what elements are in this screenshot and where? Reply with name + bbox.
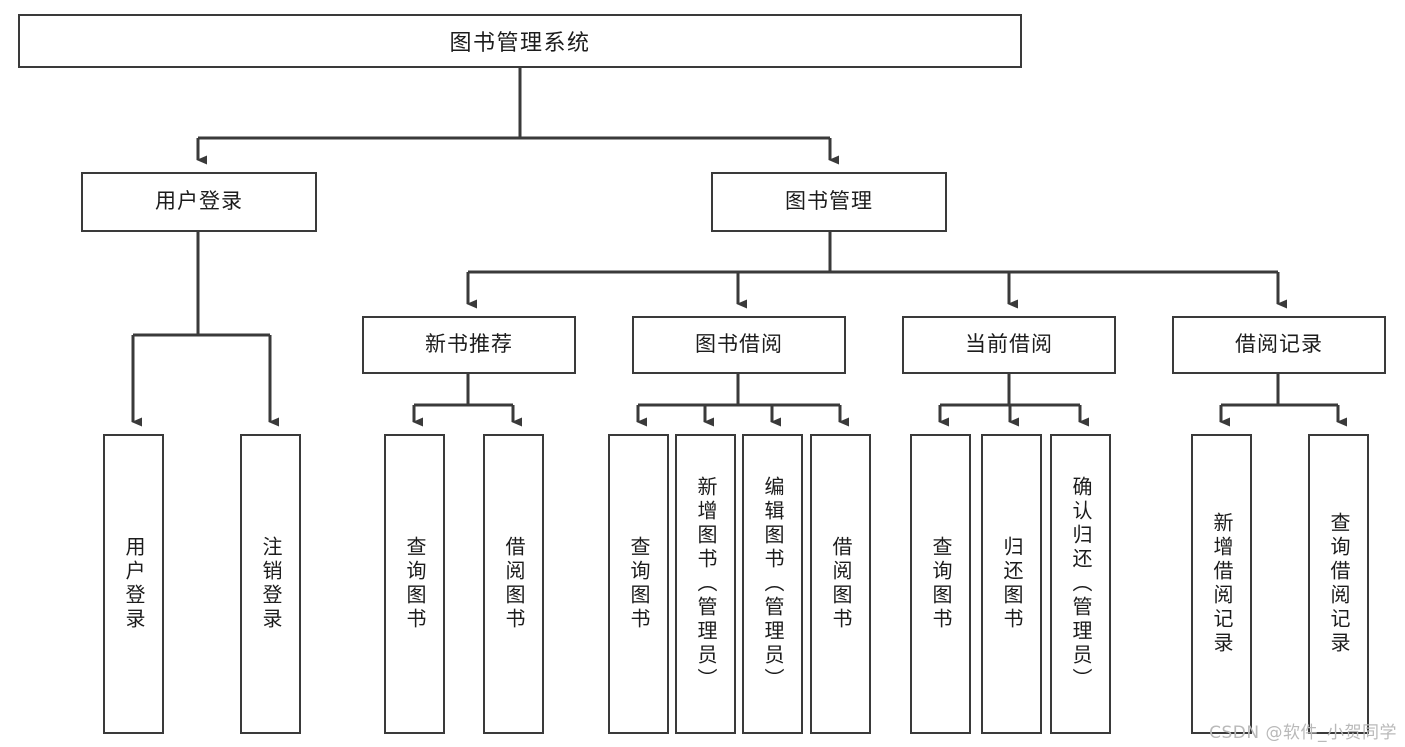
leaf-rec-add-record-label: 新增借阅记录 — [1210, 512, 1234, 656]
leaf-user-logout[interactable]: 注销登录 — [240, 434, 301, 734]
node-current-borrow[interactable]: 当前借阅 — [902, 316, 1116, 374]
watermark-text: CSDN @软件_小贺同学 — [1209, 723, 1397, 743]
node-current-borrow-label: 当前借阅 — [965, 332, 1053, 357]
leaf-user-login-label: 用户登录 — [122, 536, 146, 632]
leaf-user-login[interactable]: 用户登录 — [103, 434, 164, 734]
leaf-cur-return-book-label: 归还图书 — [1000, 536, 1024, 632]
leaf-rec-add-record[interactable]: 新增借阅记录 — [1191, 434, 1252, 734]
leaf-cur-confirm-return-label: 确认归还（管理员） — [1069, 476, 1093, 692]
node-book-manage-label: 图书管理 — [785, 189, 873, 214]
node-book-borrow[interactable]: 图书借阅 — [632, 316, 846, 374]
leaf-rec-query-book-label: 查询图书 — [403, 536, 427, 632]
node-new-book-recommend-label: 新书推荐 — [425, 332, 513, 357]
leaf-rec-borrow-book[interactable]: 借阅图书 — [483, 434, 544, 734]
leaf-rec-query-record-label: 查询借阅记录 — [1327, 512, 1351, 656]
leaf-borrow-add-book-label: 新增图书（管理员） — [694, 476, 718, 692]
leaf-cur-query-book-label: 查询图书 — [929, 536, 953, 632]
node-borrow-record[interactable]: 借阅记录 — [1172, 316, 1386, 374]
leaf-rec-borrow-book-label: 借阅图书 — [502, 536, 526, 632]
node-book-manage[interactable]: 图书管理 — [711, 172, 947, 232]
leaf-borrow-edit-book-label: 编辑图书（管理员） — [761, 476, 785, 692]
node-book-borrow-label: 图书借阅 — [695, 332, 783, 357]
leaf-rec-query-record[interactable]: 查询借阅记录 — [1308, 434, 1369, 734]
node-new-book-recommend[interactable]: 新书推荐 — [362, 316, 576, 374]
node-user-login-label: 用户登录 — [155, 189, 243, 214]
leaf-cur-confirm-return[interactable]: 确认归还（管理员） — [1050, 434, 1111, 734]
leaf-rec-query-book[interactable]: 查询图书 — [384, 434, 445, 734]
leaf-user-logout-label: 注销登录 — [259, 536, 283, 632]
leaf-borrow-borrow-book-label: 借阅图书 — [829, 536, 853, 632]
node-root[interactable]: 图书管理系统 — [18, 14, 1022, 68]
leaf-borrow-borrow-book[interactable]: 借阅图书 — [810, 434, 871, 734]
leaf-borrow-add-book[interactable]: 新增图书（管理员） — [675, 434, 736, 734]
leaf-borrow-query-book-label: 查询图书 — [627, 536, 651, 632]
node-root-label: 图书管理系统 — [449, 31, 591, 56]
node-borrow-record-label: 借阅记录 — [1235, 332, 1323, 357]
leaf-cur-query-book[interactable]: 查询图书 — [910, 434, 971, 734]
leaf-borrow-query-book[interactable]: 查询图书 — [608, 434, 669, 734]
leaf-cur-return-book[interactable]: 归还图书 — [981, 434, 1042, 734]
node-user-login[interactable]: 用户登录 — [81, 172, 317, 232]
leaf-borrow-edit-book[interactable]: 编辑图书（管理员） — [742, 434, 803, 734]
